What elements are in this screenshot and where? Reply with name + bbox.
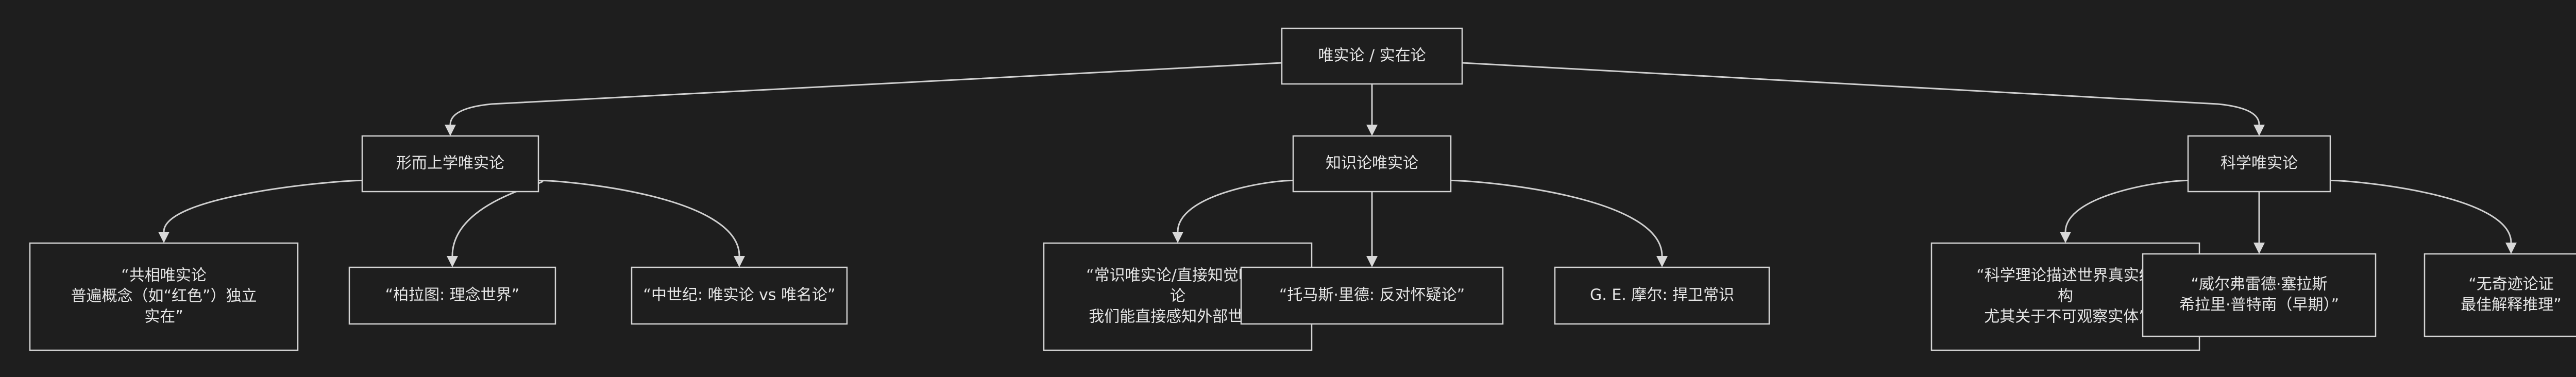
leaf-node-moore-box (1554, 266, 1770, 325)
branch-node-metaphysical: 形而上学唯实论 (361, 135, 539, 193)
leaf-node-common-sense-text-line: “常识唯实论/直接知觉唯实 (1086, 267, 1269, 285)
edge-metaphysical-to-medieval (537, 179, 740, 256)
leaf-node-moore-text-line: G. E. 摩尔: 捍卫常识 (1590, 286, 1734, 304)
leaf-node-structure-text-line: “科学理论描述世界真实结 (1976, 267, 2155, 285)
leaf-node-universals-text-line: “共相唯实论 (121, 267, 207, 285)
edge-scientific-to-no-miracles-arrow-icon (2505, 243, 2517, 254)
leaf-node-no-miracles-text-line: “无奇迹论证 (2468, 276, 2554, 294)
root-node-box (1281, 27, 1463, 85)
edge-scientific-to-no-miracles (2329, 179, 2512, 243)
root-node: 唯实论 / 实在论 (1281, 27, 1463, 85)
leaf-node-sellars-text-line: “威尔弗雷德·塞拉斯 (2191, 276, 2327, 294)
edges-layer (158, 62, 2517, 267)
leaf-node-sellars-box (2142, 253, 2377, 337)
leaf-node-plato-text-line: “柏拉图: 理念世界” (385, 286, 520, 304)
root-node-text-line: 唯实论 / 实在论 (1318, 47, 1426, 65)
edge-root-to-scientific-arrow-icon (2253, 125, 2265, 136)
leaf-node-reid-box (1240, 266, 1504, 325)
edge-epistemic-to-reid-arrow-icon (1366, 256, 1378, 267)
edge-epistemic-to-common-sense (1177, 179, 1295, 232)
leaf-node-structure-text-line: 尤其关于不可观察实体” (1984, 308, 2147, 326)
leaf-node-universals-text-line: 普遍概念（如“红色”）独立 (71, 287, 257, 305)
leaf-node-sellars-text-line: 希拉里·普特南（早期）” (2179, 296, 2339, 314)
leaf-node-reid-text-line: “托马斯·里德: 反对怀疑论” (1279, 286, 1465, 304)
edge-metaphysical-to-universals (163, 179, 364, 232)
edge-epistemic-to-common-sense-arrow-icon (1172, 232, 1183, 243)
branch-node-metaphysical-box (361, 135, 539, 193)
leaf-node-medieval-box (631, 266, 848, 325)
edge-scientific-to-structure-arrow-icon (2060, 232, 2071, 243)
edge-root-to-scientific (1462, 62, 2260, 125)
edge-metaphysical-to-plato (451, 179, 544, 256)
branch-node-scientific-text-line: 科学唯实论 (2221, 155, 2298, 173)
leaf-node-plato-box (348, 266, 556, 325)
leaf-node-common-sense-text-line: 我们能直接感知外部世界” (1089, 308, 1267, 326)
leaf-node-reid: “托马斯·里德: 反对怀疑论” (1240, 266, 1504, 325)
edge-scientific-to-sellars-arrow-icon (2253, 243, 2265, 254)
branch-node-metaphysical-text-line: 形而上学唯实论 (396, 155, 504, 173)
edge-epistemic-to-moore-arrow-icon (1656, 256, 1668, 267)
leaf-node-universals-box (29, 242, 299, 351)
leaf-node-medieval-text-line: “中世纪: 唯实论 vs 唯名论” (643, 286, 835, 304)
edge-root-to-epistemic-arrow-icon (1366, 125, 1378, 136)
edge-metaphysical-to-medieval-arrow-icon (734, 256, 745, 267)
branch-node-scientific-box (2187, 135, 2331, 193)
leaf-node-medieval: “中世纪: 唯实论 vs 唯名论” (631, 266, 848, 325)
branch-node-epistemic-box (1292, 135, 1452, 193)
leaf-node-universals-text-line: 实在” (144, 308, 183, 326)
leaf-node-structure-text-line: 构 (2058, 287, 2073, 305)
leaf-node-common-sense-text-line: 论 (1170, 287, 1185, 305)
branch-node-epistemic-text-line: 知识论唯实论 (1326, 155, 1418, 173)
edge-epistemic-to-moore (1449, 179, 1663, 256)
leaf-node-moore: G. E. 摩尔: 捍卫常识 (1554, 266, 1770, 325)
leaf-node-no-miracles-box (2424, 253, 2576, 337)
edge-scientific-to-structure (2064, 179, 2190, 232)
leaf-node-plato: “柏拉图: 理念世界” (348, 266, 556, 325)
edge-root-to-metaphysical (449, 62, 1282, 125)
branch-node-epistemic: 知识论唯实论 (1292, 135, 1452, 193)
branch-node-scientific: 科学唯实论 (2187, 135, 2331, 193)
edge-metaphysical-to-plato-arrow-icon (447, 256, 458, 267)
leaf-node-no-miracles-text-line: 最佳解释推理” (2461, 296, 2562, 314)
edge-root-to-metaphysical-arrow-icon (445, 125, 456, 136)
edge-metaphysical-to-universals-arrow-icon (158, 232, 170, 243)
